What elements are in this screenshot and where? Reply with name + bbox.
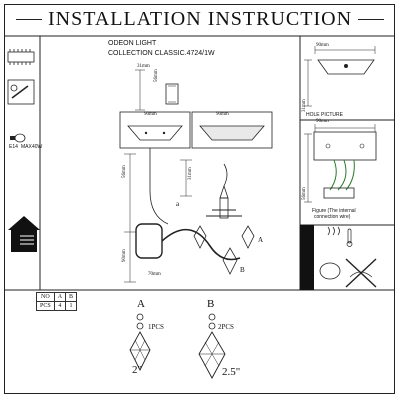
table-cell: A <box>53 292 67 302</box>
crystal-b-pcs: 2PCS <box>218 323 234 331</box>
crystal-b-size: 2.5" <box>222 366 241 378</box>
crystal-b-letter: B <box>207 298 215 310</box>
parts-table: NO A B PCS 4 1 <box>36 292 78 311</box>
dim-top-right-width: 90mm <box>316 43 329 48</box>
ceiling-cup-drawing <box>304 46 376 107</box>
drawing-crystals <box>193 225 255 275</box>
table-cell: 1 <box>65 301 78 311</box>
dim-plate-right: 90mm <box>216 112 229 117</box>
figure-caption-line-2: connection wire) <box>314 214 351 220</box>
page-title-text: INSTALLATION INSTRUCTION <box>47 7 353 30</box>
dim-candle-height: 31mm <box>188 167 193 180</box>
table-cell: PCS <box>36 301 55 311</box>
sconce-arm <box>135 148 242 261</box>
temperature-warning-icon <box>327 226 353 247</box>
dim-arm-height: 56mm <box>122 165 127 178</box>
title-rule-left <box>16 18 42 20</box>
crystal-a-label: A <box>258 236 264 244</box>
wiring-drawing <box>304 124 377 203</box>
bulb-icon <box>10 133 26 143</box>
dim-depth: 70mm <box>148 272 161 277</box>
collection-name: COLLECTION CLASSIC.4724/1W <box>108 50 215 57</box>
table-row: PCS 4 1 <box>36 301 78 311</box>
bulb-watt: 40W <box>32 144 43 150</box>
house-icon <box>8 216 40 252</box>
crystal-b-label: B <box>240 266 245 274</box>
bulb-max: MAX <box>21 144 32 150</box>
dim-base-height: 90mm <box>122 249 127 262</box>
title-rule-right <box>358 18 385 20</box>
table-cell: B <box>65 292 78 302</box>
screwdriver-icon <box>7 79 35 105</box>
no-wet-surface-icon <box>319 258 377 288</box>
dim-wiring-width: 90mm <box>316 119 329 124</box>
table-row: NO A B <box>36 292 78 302</box>
crystal-a-pcs: 1PCS <box>148 323 164 331</box>
table-cell: NO <box>36 292 55 302</box>
bracket-detail <box>135 69 179 111</box>
dim-left-small-width: 31mm <box>137 64 150 69</box>
dim-wiring-height: 56mm <box>302 187 307 200</box>
dim-plate-left: 90mm <box>144 112 157 117</box>
warning-icons <box>300 225 377 290</box>
terminal-block-icon <box>7 49 35 65</box>
hole-picture-caption: HOLE PICTURE <box>306 112 343 118</box>
bulb-type: E14 <box>9 144 18 150</box>
wall-icon <box>300 225 314 290</box>
page-title: INSTALLATION INSTRUCTION <box>10 4 390 34</box>
crystal-b-drawing <box>198 313 226 379</box>
table-cell: 4 <box>53 301 67 311</box>
fixture-drawing <box>119 69 273 283</box>
left-icons <box>7 49 40 252</box>
crystal-a-letter: A <box>137 298 145 310</box>
mounting-plates <box>119 111 273 149</box>
dim-left-small-height: 56mm <box>154 69 159 82</box>
dim-top-right-height: 31mm <box>302 99 307 112</box>
crystal-a-size: 2" <box>132 364 142 376</box>
figure-caption-line-1: Figure (The internal <box>312 208 356 214</box>
arm-label: a <box>176 200 180 208</box>
page-frame <box>4 4 395 394</box>
crystal-a-drawing <box>129 313 151 372</box>
brand-name: ODEON LIGHT <box>108 40 157 47</box>
dimension-lines <box>124 153 192 283</box>
